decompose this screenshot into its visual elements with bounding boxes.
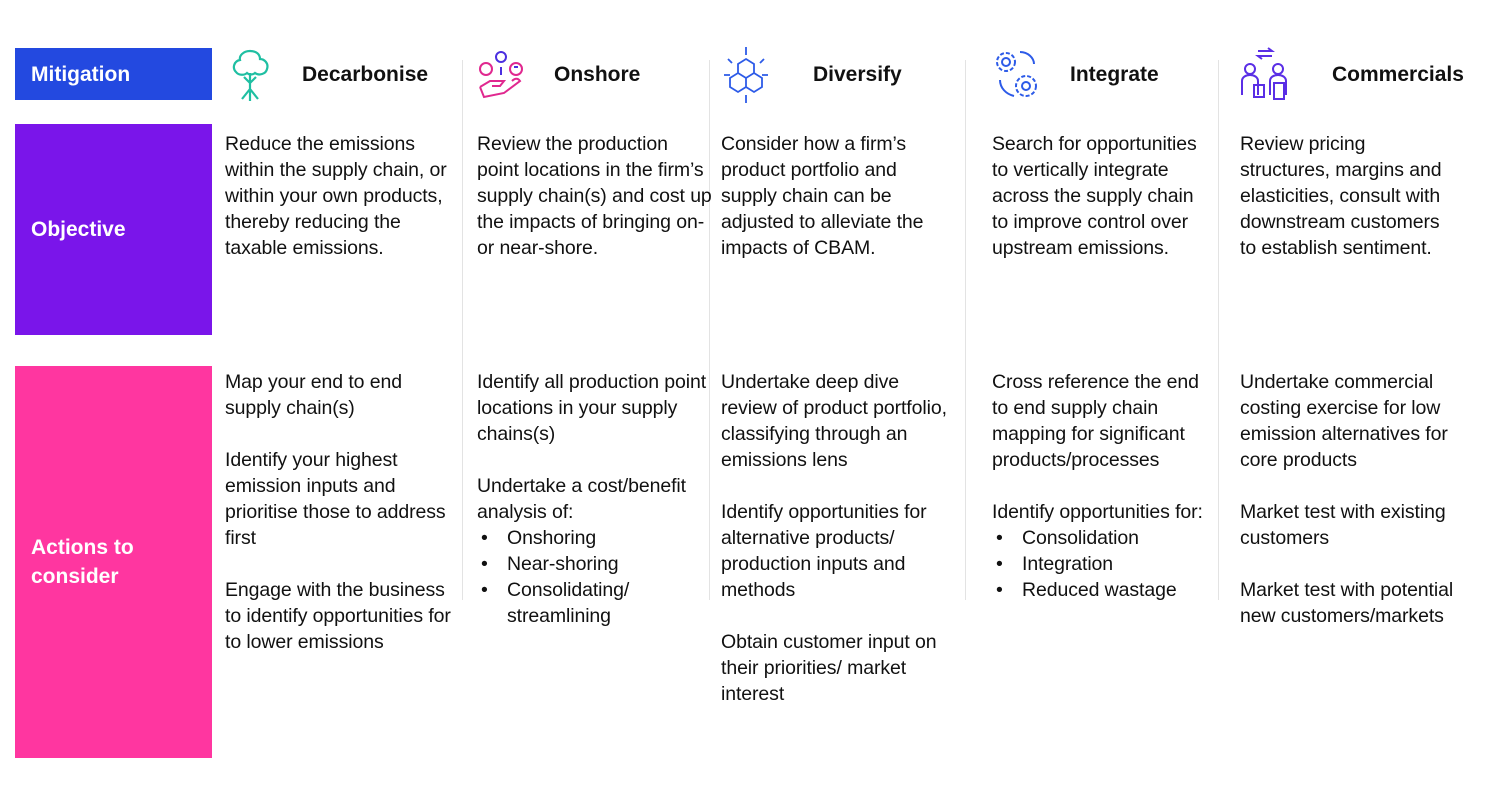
column-header-commercials: Commercials <box>1240 40 1464 110</box>
objective-text: Review pricing structures, margins and e… <box>1240 133 1442 259</box>
action-item: Identify your highest emission inputs an… <box>225 449 446 549</box>
tree-icon <box>226 47 274 103</box>
column-title: Diversify <box>813 63 902 86</box>
bullet-item: Onshoring <box>477 525 712 551</box>
cubes-arrows-icon <box>722 45 770 105</box>
column-title: Decarbonise <box>302 63 429 86</box>
action-item: Identify all production point locations … <box>477 371 707 445</box>
hand-people-money-icon <box>474 47 528 103</box>
action-item: Market test with potential new customers… <box>1240 579 1454 627</box>
column-title: Commercials <box>1332 63 1464 86</box>
bullet-item: Near-shoring <box>477 551 712 577</box>
column-title: Onshore <box>554 63 641 86</box>
column-header-diversify: Diversify <box>722 40 902 110</box>
action-item: Map your end to end supply chain(s) <box>225 371 402 419</box>
bullet-item: Integration <box>992 551 1212 577</box>
column-header-decarbonise: Decarbonise <box>226 40 428 110</box>
divider <box>1218 60 1219 600</box>
divider <box>709 60 710 600</box>
people-exchange-icon <box>1240 45 1290 105</box>
action-item: Cross reference the end to end supply ch… <box>992 371 1199 471</box>
objective-text: Search for opportunities to vertically i… <box>992 133 1197 259</box>
action-item: Undertake a cost/benefit analysis of: <box>477 475 686 523</box>
objective-text: Consider how a firm’s product portfolio … <box>721 133 924 259</box>
actions-list: Cross reference the end to end supply ch… <box>992 369 1212 603</box>
bullet-list: Onshoring Near-shoring Consolidating/ st… <box>477 525 712 629</box>
objective-text: Reduce the emissions within the supply c… <box>225 133 447 259</box>
action-item: Identify opportunities for: <box>992 501 1203 523</box>
column-header-integrate: Integrate <box>992 40 1159 110</box>
action-item: Undertake commercial costing exercise fo… <box>1240 371 1448 471</box>
column-title: Integrate <box>1070 63 1159 86</box>
action-item: Obtain customer input on their prioritie… <box>721 631 937 705</box>
divider <box>462 60 463 600</box>
divider <box>965 60 966 600</box>
actions-list: Undertake commercial costing exercise fo… <box>1240 369 1455 655</box>
bullet-item: Consolidation <box>992 525 1212 551</box>
actions-list: Identify all production point locations … <box>477 369 712 629</box>
row-label-mitigation: Mitigation <box>15 48 212 100</box>
column-header-onshore: Onshore <box>474 40 640 110</box>
bullet-item: Reduced wastage <box>992 577 1212 603</box>
action-item: Undertake deep dive review of product po… <box>721 371 947 471</box>
action-item: Engage with the business to identify opp… <box>225 579 451 653</box>
row-label-objective: Objective <box>15 124 212 335</box>
action-item: Identify opportunities for alternative p… <box>721 501 927 601</box>
bullet-item: Consolidating/ streamlining <box>477 577 712 629</box>
objective-text: Review the production point locations in… <box>477 133 712 259</box>
bullet-list: Consolidation Integration Reduced wastag… <box>992 525 1212 603</box>
action-item: Market test with existing customers <box>1240 501 1446 549</box>
row-label-actions: Actions to consider <box>15 366 212 758</box>
actions-list: Undertake deep dive review of product po… <box>721 369 956 733</box>
actions-list: Map your end to end supply chain(s) Iden… <box>225 369 460 681</box>
gears-icon <box>992 46 1042 104</box>
